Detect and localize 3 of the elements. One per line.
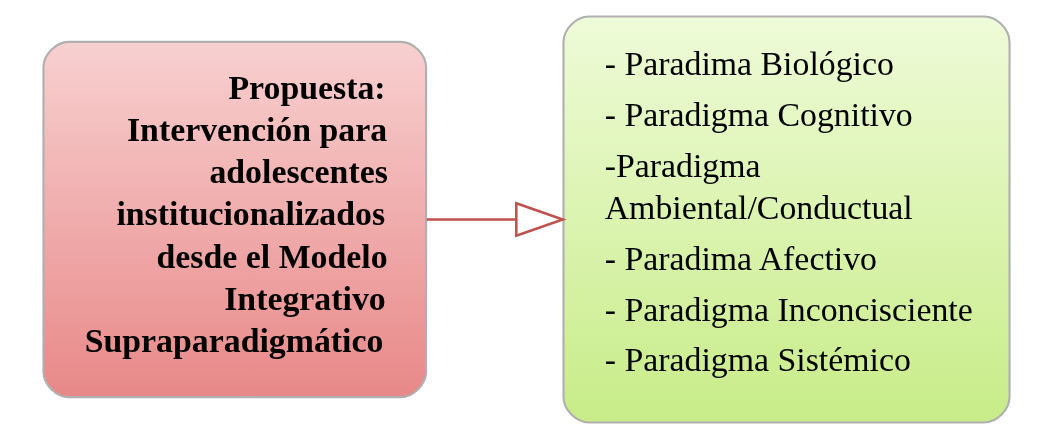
arrow	[426, 201, 567, 238]
node-box: - Paradima Biológico - Paradigma Cognitivo -Paradigma Ambiental/Conductual - Paradima Afectivo - Paradigma Inconcisciente - Paradigma Sistémico	[561, 15, 1011, 424]
node-box: Propuesta: Intervención para adolescentes institucionalizados desde el Modelo Integrativo Supraparadigmático	[41, 40, 427, 399]
